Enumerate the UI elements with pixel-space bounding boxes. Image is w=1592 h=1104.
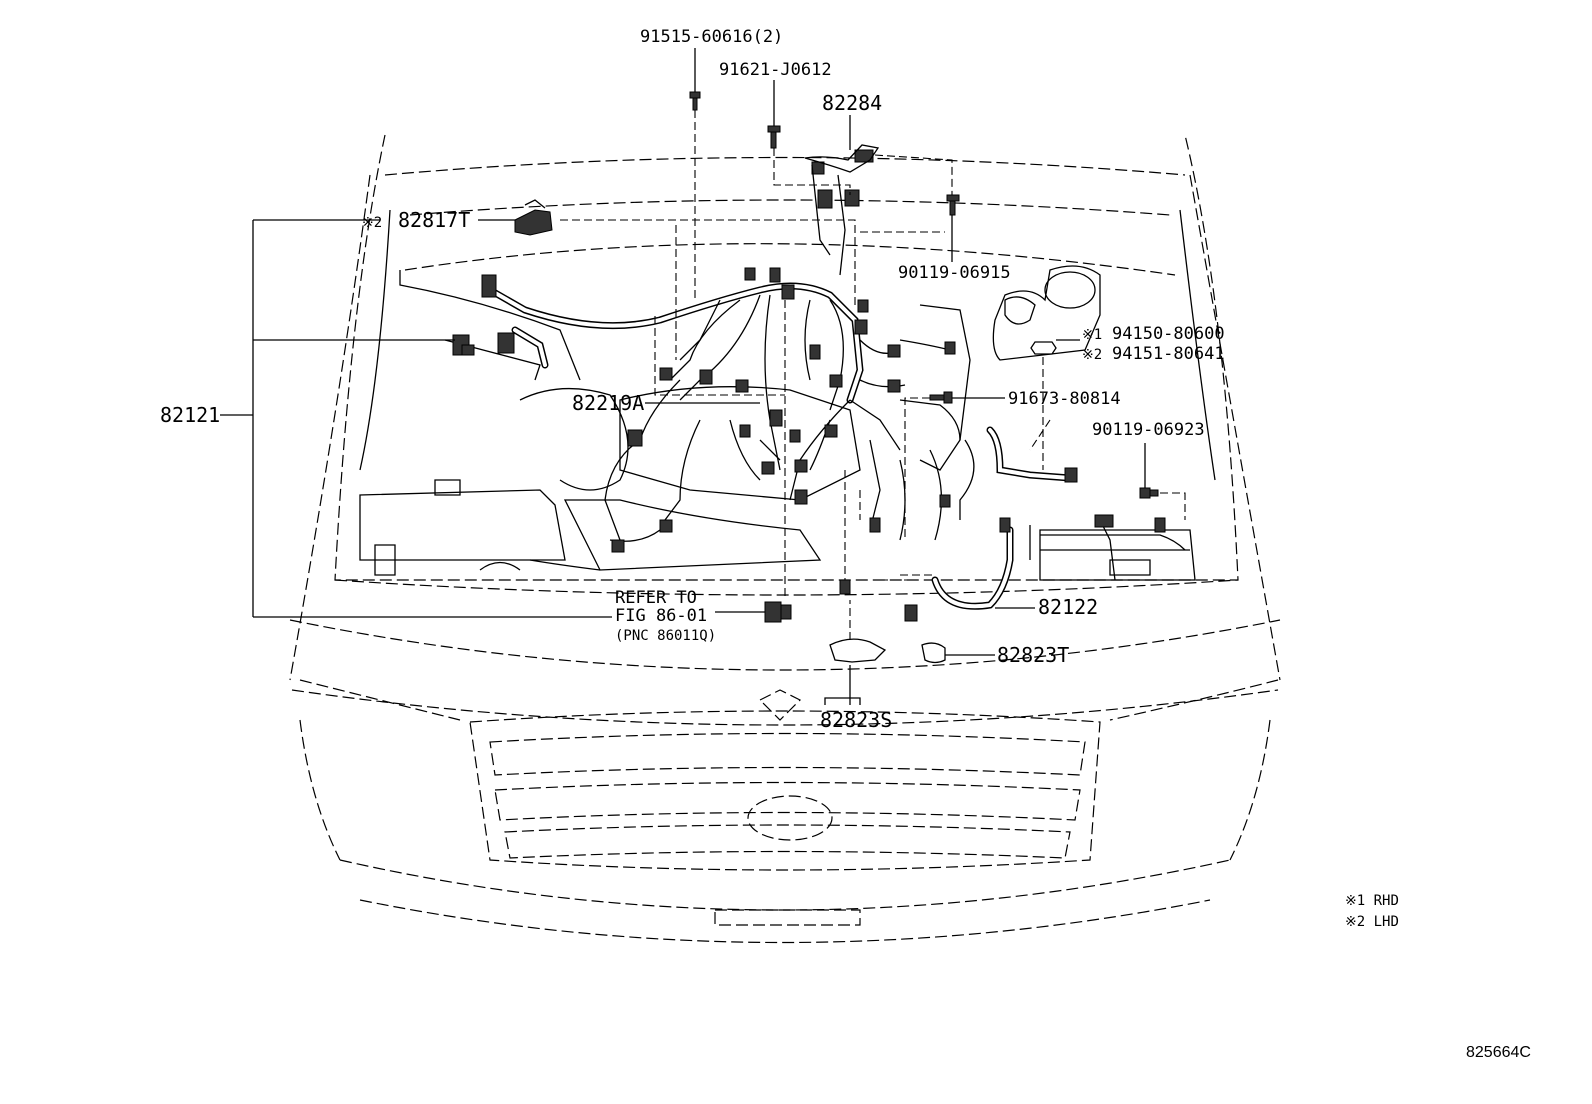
label-nut-rhd-prefix: ※1 xyxy=(1082,327,1102,343)
cover-82284 xyxy=(804,144,880,276)
protector-82823T-part xyxy=(921,642,946,664)
leader-lines xyxy=(220,48,1186,705)
label-clamp-82817T: 82817T xyxy=(398,208,470,232)
diagram-code: 825664C xyxy=(1466,1044,1531,1061)
label-clamp-prefix: ※2 xyxy=(362,215,382,231)
label-bolt-90119-06915: 90119-06915 xyxy=(898,263,1011,283)
legend: ※1 RHD ※2 LHD xyxy=(1345,893,1399,930)
label-nut-94151: 94151-80641 xyxy=(1112,344,1225,364)
label-refer-line3: (PNC 86011Q) xyxy=(615,628,716,644)
clamp-82817T xyxy=(514,199,553,236)
bolt-91621 xyxy=(767,125,781,149)
grommet-86011Q xyxy=(764,601,792,623)
label-bolt-91515: 91515-60616(2) xyxy=(640,27,783,47)
label-protector-82823T: 82823T xyxy=(997,643,1069,667)
legend-rhd: ※1 RHD xyxy=(1345,893,1399,909)
vehicle-outline xyxy=(289,134,1281,944)
label-nut-94150: 94150-80600 xyxy=(1112,324,1225,344)
bolt-91515 xyxy=(689,91,701,111)
bolt-90119-06923 xyxy=(1139,487,1159,499)
wire-harness-main xyxy=(486,282,961,542)
label-harness-82121: 82121 xyxy=(160,403,220,427)
bolt-91673 xyxy=(929,391,953,404)
label-bolt-91673: 91673-80814 xyxy=(1008,389,1121,409)
label-protector-82823S: 82823S xyxy=(820,708,892,732)
protector-82823S-part xyxy=(829,638,887,663)
label-bolt-91621: 91621-J0612 xyxy=(719,60,832,80)
part-labels: 91515-60616(2) 91621-J0612 82284 ※2 8281… xyxy=(160,27,1225,732)
label-nut-lhd-prefix: ※2 xyxy=(1082,347,1102,363)
label-harness-82219A: 82219A xyxy=(572,391,644,415)
fasteners xyxy=(689,91,1159,664)
bolt-90119-06915 xyxy=(946,194,960,216)
legend-lhd: ※2 LHD xyxy=(1345,914,1399,930)
label-refer-line1: REFER TO xyxy=(615,588,697,608)
nut-94150 xyxy=(1030,341,1057,355)
label-harness-82122: 82122 xyxy=(1038,595,1098,619)
label-bolt-90119-06923: 90119-06923 xyxy=(1092,420,1205,440)
label-cover-82284: 82284 xyxy=(822,91,882,115)
label-refer-line2: FIG 86-01 xyxy=(615,606,707,626)
